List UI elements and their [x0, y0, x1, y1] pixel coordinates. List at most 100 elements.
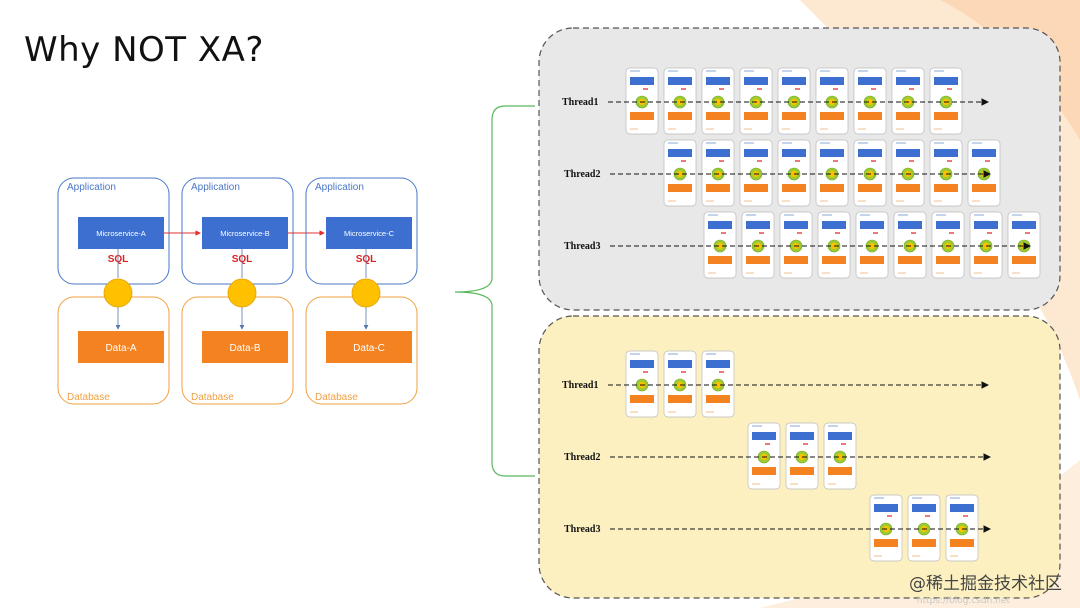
mini-microservice [912, 504, 936, 512]
page-title: Why NOT XA? [24, 30, 264, 70]
mini-microservice [858, 77, 882, 85]
mini-microservice [934, 77, 958, 85]
mini-microservice [822, 221, 846, 229]
mini-data [822, 256, 846, 264]
mini-service-block [663, 350, 697, 418]
mini-service-block [907, 494, 941, 562]
mini-microservice [972, 149, 996, 157]
application-label: Application [67, 182, 116, 193]
mini-microservice [746, 221, 770, 229]
database-label: Database [67, 392, 110, 403]
data-box [202, 331, 288, 363]
thread-label: Thread3 [564, 241, 601, 252]
mini-data [708, 256, 732, 264]
mini-data [782, 184, 806, 192]
mini-microservice [1012, 221, 1036, 229]
mini-service-block [779, 211, 813, 279]
mini-microservice [630, 360, 654, 368]
mini-data [934, 184, 958, 192]
mini-node [716, 242, 724, 250]
mini-data [630, 112, 654, 120]
mini-microservice [934, 149, 958, 157]
thread-row: Thread1 [562, 350, 990, 418]
transaction-node [227, 278, 257, 308]
mini-microservice [974, 221, 998, 229]
mini-node [836, 453, 844, 461]
mini-service-block [815, 139, 849, 207]
mini-service-block [747, 422, 781, 490]
application-label: Application [191, 182, 240, 193]
mini-service-block [945, 494, 979, 562]
mini-microservice [896, 77, 920, 85]
mini-data [950, 539, 974, 547]
thread-label: Thread2 [564, 169, 601, 180]
microservice-label: Microservice-B [220, 229, 270, 238]
mini-data [874, 539, 898, 547]
mini-service-block [929, 67, 963, 135]
mini-microservice [668, 360, 692, 368]
mini-service-block [739, 67, 773, 135]
mini-microservice [706, 149, 730, 157]
microservice-label: Microservice-C [344, 229, 395, 238]
mini-service-block [815, 67, 849, 135]
database-label: Database [191, 392, 234, 403]
mini-microservice [820, 77, 844, 85]
transaction-node [103, 278, 133, 308]
mini-data [706, 112, 730, 120]
database-label: Database [315, 392, 358, 403]
mini-service-block [739, 139, 773, 207]
mini-service-block [891, 67, 925, 135]
thread-label: Thread1 [562, 97, 599, 108]
mini-service-block [869, 494, 903, 562]
watermark-ghost-url: https://blog.csdn.net [916, 596, 1010, 606]
watermark: @稀土掘金技术社区 [909, 574, 1062, 594]
mini-service-block [663, 139, 697, 207]
mini-service-block [931, 211, 965, 279]
mini-microservice [784, 221, 808, 229]
mini-data [630, 395, 654, 403]
mini-service-block [969, 211, 1003, 279]
mini-data [752, 467, 776, 475]
mini-microservice [936, 221, 960, 229]
mini-microservice [668, 77, 692, 85]
mini-data [668, 112, 692, 120]
transaction-node [351, 278, 381, 308]
mini-service-block [817, 211, 851, 279]
mini-node [714, 98, 722, 106]
mini-service-block [967, 139, 1001, 207]
mini-node [828, 170, 836, 178]
mini-data [896, 112, 920, 120]
mini-service-block [853, 139, 887, 207]
microservice-box [326, 217, 412, 249]
service-column: ApplicationMicroservice-BSQLDatabaseData… [181, 177, 294, 405]
mini-data [706, 395, 730, 403]
mini-service-block [625, 350, 659, 418]
thread-label: Thread3 [564, 524, 601, 535]
mini-node [868, 242, 876, 250]
thread-row: Thread2 [564, 139, 1001, 207]
mini-microservice [706, 77, 730, 85]
mini-data [744, 112, 768, 120]
mini-microservice [782, 77, 806, 85]
mini-service-block [663, 67, 697, 135]
mini-service-block [701, 139, 735, 207]
mini-service-block [853, 67, 887, 135]
mini-microservice [630, 77, 654, 85]
mini-data [858, 184, 882, 192]
mini-data [936, 256, 960, 264]
mini-service-block [891, 139, 925, 207]
mini-microservice [896, 149, 920, 157]
mini-node [866, 98, 874, 106]
mini-microservice [860, 221, 884, 229]
thread-row: Thread1 [562, 67, 990, 135]
mini-data [896, 184, 920, 192]
mini-microservice [708, 221, 732, 229]
mini-data [668, 184, 692, 192]
mini-microservice [950, 504, 974, 512]
mini-microservice [820, 149, 844, 157]
mini-data [668, 395, 692, 403]
mini-data [746, 256, 770, 264]
mini-service-block [701, 67, 735, 135]
mini-data [972, 184, 996, 192]
